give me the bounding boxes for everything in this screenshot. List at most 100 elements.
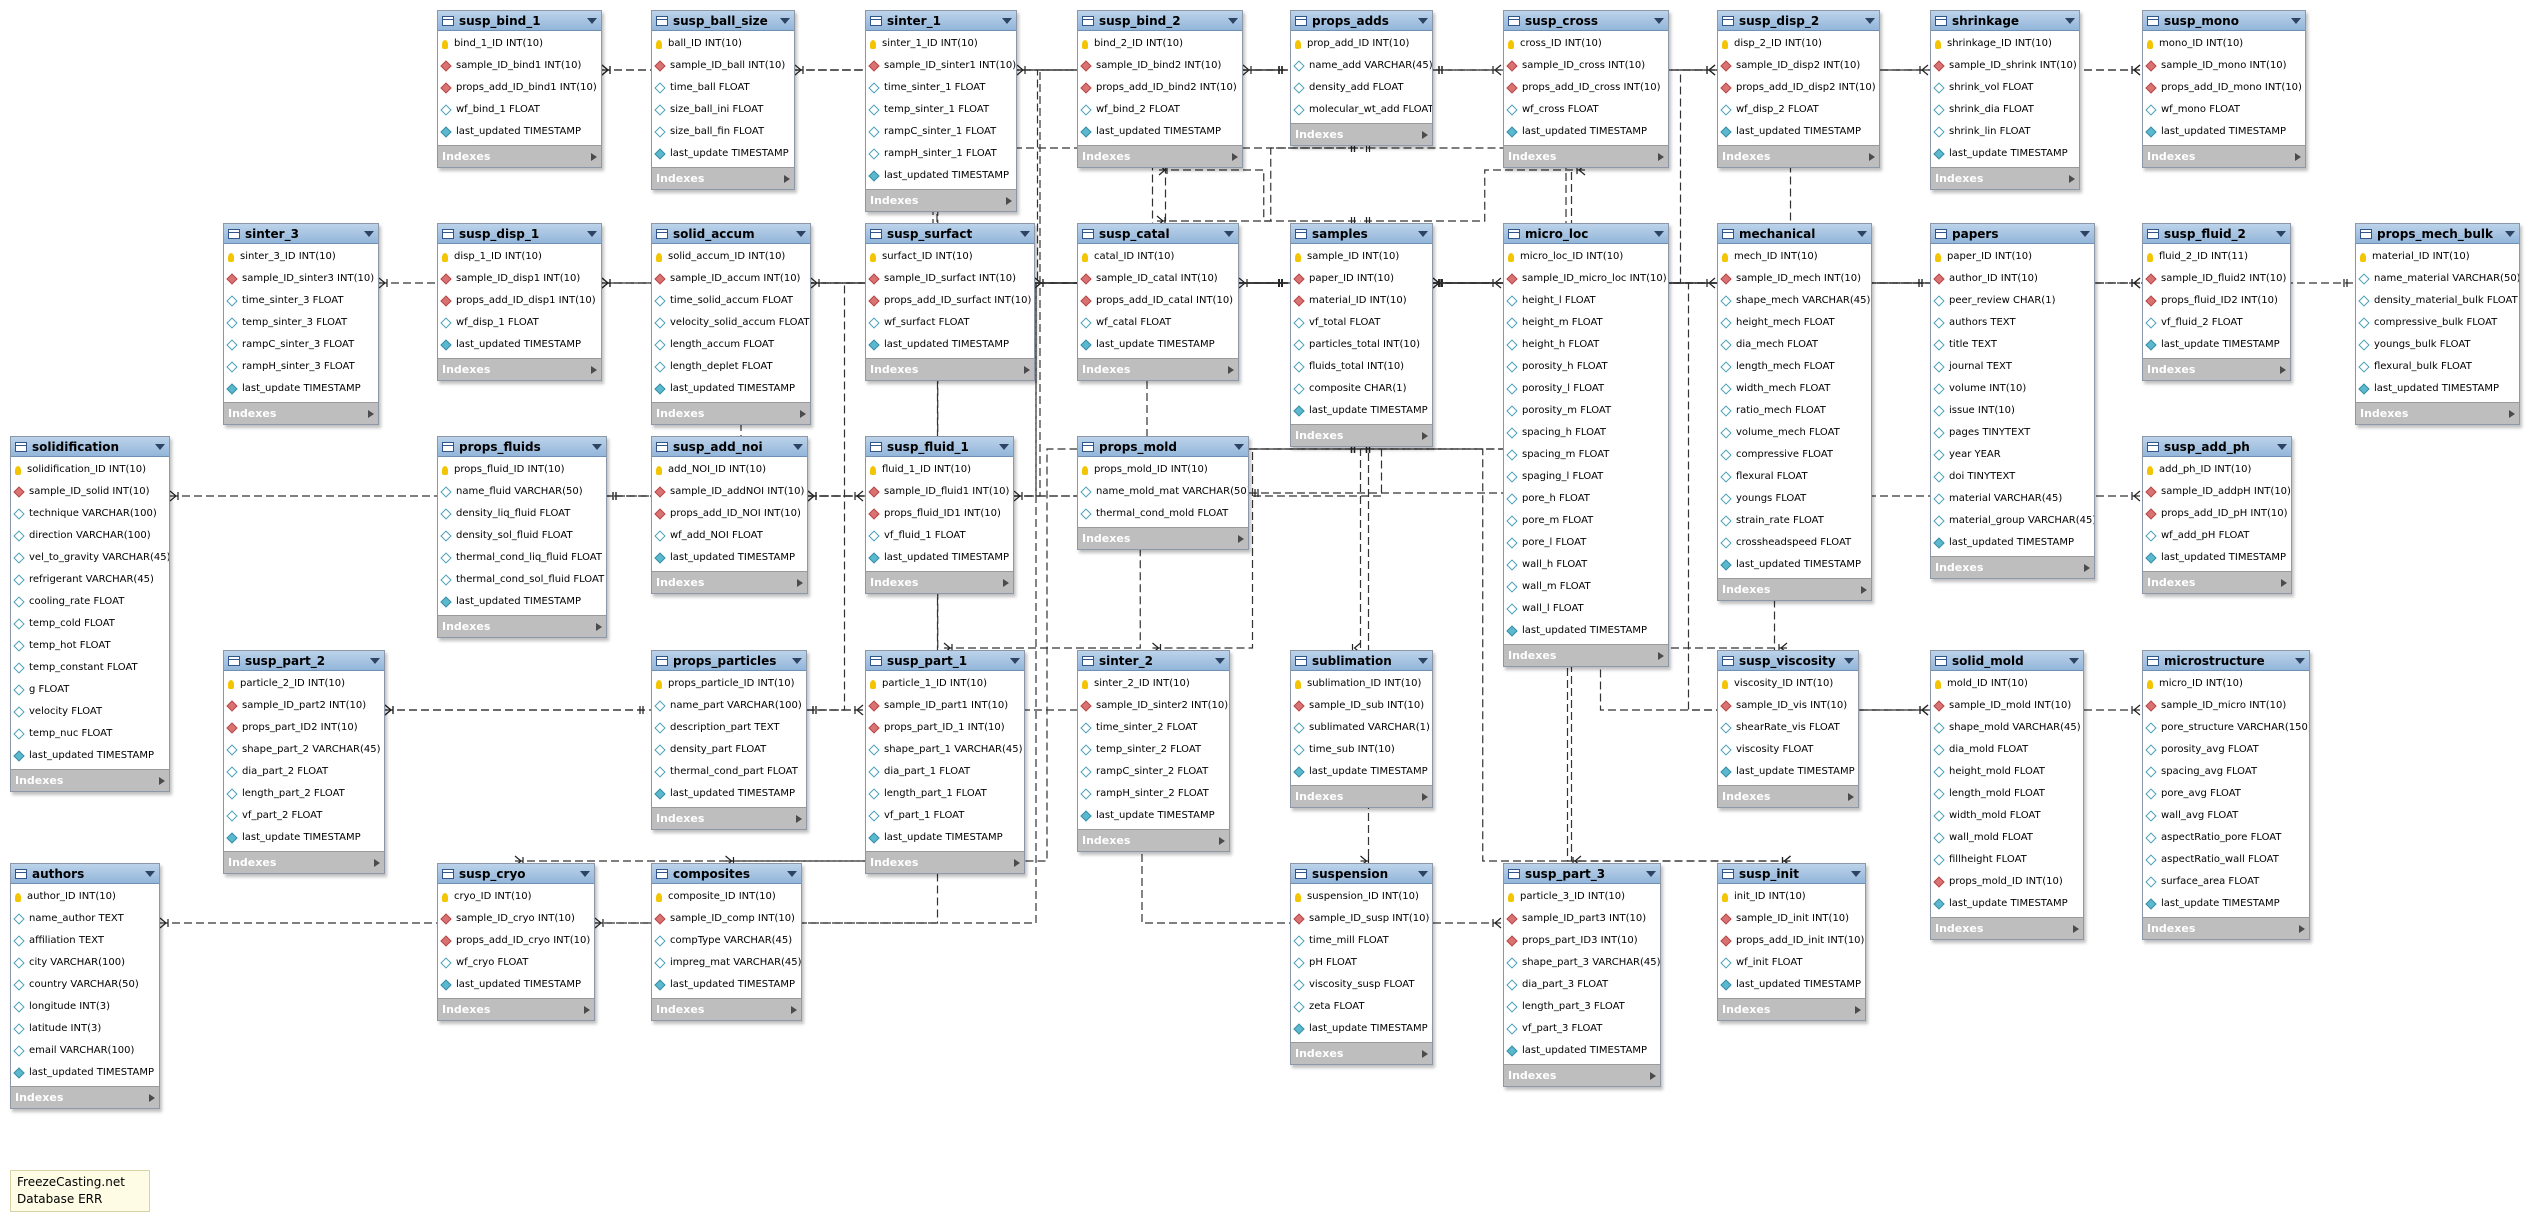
- table-header[interactable]: susp_add_ph: [2143, 437, 2291, 457]
- column-row[interactable]: material VARCHAR(45): [1931, 488, 2094, 510]
- column-row[interactable]: height_h FLOAT: [1504, 334, 1668, 356]
- collapse-caret-icon[interactable]: [1010, 657, 1020, 664]
- column-row[interactable]: density_material_bulk FLOAT: [2356, 290, 2519, 312]
- column-row[interactable]: wf_catal FLOAT: [1078, 312, 1238, 334]
- indexes-section[interactable]: Indexes: [1504, 644, 1668, 666]
- collapse-caret-icon[interactable]: [787, 870, 797, 877]
- column-row[interactable]: size_ball_ini FLOAT: [652, 99, 794, 121]
- column-row[interactable]: paper_ID INT(10): [1931, 246, 2094, 268]
- collapse-caret-icon[interactable]: [1002, 17, 1012, 24]
- indexes-section[interactable]: Indexes: [1718, 145, 1879, 167]
- column-row[interactable]: email VARCHAR(100): [11, 1040, 159, 1062]
- table-header[interactable]: susp_surfact: [866, 224, 1034, 244]
- column-row[interactable]: direction VARCHAR(100): [11, 525, 169, 547]
- expand-arrow-icon[interactable]: [797, 578, 803, 587]
- column-row[interactable]: wf_add_NOI FLOAT: [652, 525, 807, 547]
- column-row[interactable]: last_updated TIMESTAMP: [1504, 620, 1668, 642]
- column-row[interactable]: sample_ID_comp INT(10): [652, 908, 801, 930]
- column-row[interactable]: sample_ID_bind2 INT(10): [1078, 55, 1242, 77]
- indexes-section[interactable]: Indexes: [1078, 829, 1229, 851]
- table-header[interactable]: micro_loc: [1504, 224, 1668, 244]
- indexes-section[interactable]: Indexes: [652, 167, 794, 189]
- column-row[interactable]: vf_part_2 FLOAT: [224, 805, 384, 827]
- indexes-section[interactable]: Indexes: [2143, 145, 2305, 167]
- column-row[interactable]: sample_ID_susp INT(10): [1291, 908, 1432, 930]
- column-row[interactable]: catal_ID INT(10): [1078, 246, 1238, 268]
- column-row[interactable]: composite_ID INT(10): [652, 886, 801, 908]
- column-row[interactable]: refrigerant VARCHAR(45): [11, 569, 169, 591]
- column-row[interactable]: props_part_ID2 INT(10): [224, 717, 384, 739]
- collapse-caret-icon[interactable]: [793, 443, 803, 450]
- column-row[interactable]: density_liq_fluid FLOAT: [438, 503, 606, 525]
- column-row[interactable]: sample_ID_mech INT(10): [1718, 268, 1871, 290]
- column-row[interactable]: last_updated TIMESTAMP: [1718, 974, 1865, 996]
- column-row[interactable]: year YEAR: [1931, 444, 2094, 466]
- column-row[interactable]: bind_1_ID INT(10): [438, 33, 601, 55]
- column-row[interactable]: last_updated TIMESTAMP: [866, 334, 1034, 356]
- table-header[interactable]: props_particles: [652, 651, 806, 671]
- column-row[interactable]: flexural_bulk FLOAT: [2356, 356, 2519, 378]
- expand-arrow-icon[interactable]: [374, 858, 380, 867]
- table-header[interactable]: solid_mold: [1931, 651, 2083, 671]
- table-header[interactable]: susp_cryo: [438, 864, 594, 884]
- column-row[interactable]: viscosity FLOAT: [1718, 739, 1858, 761]
- column-row[interactable]: material_group VARCHAR(45): [1931, 510, 2094, 532]
- expand-arrow-icon[interactable]: [159, 776, 165, 785]
- column-row[interactable]: author_ID INT(10): [1931, 268, 2094, 290]
- indexes-section[interactable]: Indexes: [1718, 785, 1858, 807]
- collapse-caret-icon[interactable]: [364, 230, 374, 237]
- expand-arrow-icon[interactable]: [1024, 365, 1030, 374]
- column-row[interactable]: ball_ID INT(10): [652, 33, 794, 55]
- column-row[interactable]: fluid_2_ID INT(11): [2143, 246, 2290, 268]
- column-row[interactable]: cross_ID INT(10): [1504, 33, 1668, 55]
- column-row[interactable]: sample_ID_fluid1 INT(10): [866, 481, 1013, 503]
- column-row[interactable]: sample_ID_ball INT(10): [652, 55, 794, 77]
- column-row[interactable]: vf_part_1 FLOAT: [866, 805, 1024, 827]
- collapse-caret-icon[interactable]: [780, 17, 790, 24]
- column-row[interactable]: sample_ID_mold INT(10): [1931, 695, 2083, 717]
- column-row[interactable]: wf_bind_1 FLOAT: [438, 99, 601, 121]
- collapse-caret-icon[interactable]: [792, 657, 802, 664]
- column-row[interactable]: sample_ID_catal INT(10): [1078, 268, 1238, 290]
- column-row[interactable]: props_fluid_ID2 INT(10): [2143, 290, 2290, 312]
- collapse-caret-icon[interactable]: [1215, 657, 1225, 664]
- column-row[interactable]: time_solid_accum FLOAT: [652, 290, 810, 312]
- expand-arrow-icon[interactable]: [1848, 792, 1854, 801]
- collapse-caret-icon[interactable]: [1418, 870, 1428, 877]
- expand-arrow-icon[interactable]: [1006, 196, 1012, 205]
- column-row[interactable]: wf_cross FLOAT: [1504, 99, 1668, 121]
- column-row[interactable]: sample_ID_shrink INT(10): [1931, 55, 2079, 77]
- column-row[interactable]: props_particle_ID INT(10): [652, 673, 806, 695]
- column-row[interactable]: density_part FLOAT: [652, 739, 806, 761]
- column-row[interactable]: spacing_h FLOAT: [1504, 422, 1668, 444]
- column-row[interactable]: props_add_ID_cross INT(10): [1504, 77, 1668, 99]
- column-row[interactable]: props_mold_ID INT(10): [1931, 871, 2083, 893]
- expand-arrow-icon[interactable]: [784, 174, 790, 183]
- expand-arrow-icon[interactable]: [591, 365, 597, 374]
- table-header[interactable]: susp_part_2: [224, 651, 384, 671]
- table-header[interactable]: props_adds: [1291, 11, 1432, 31]
- column-row[interactable]: rampC_sinter_2 FLOAT: [1078, 761, 1229, 783]
- column-row[interactable]: sublimation_ID INT(10): [1291, 673, 1432, 695]
- column-row[interactable]: particle_3_ID INT(10): [1504, 886, 1660, 908]
- collapse-caret-icon[interactable]: [580, 870, 590, 877]
- collapse-caret-icon[interactable]: [1654, 17, 1664, 24]
- indexes-section[interactable]: Indexes: [652, 571, 807, 593]
- expand-arrow-icon[interactable]: [2281, 578, 2287, 587]
- collapse-caret-icon[interactable]: [2295, 657, 2305, 664]
- table-header[interactable]: sublimation: [1291, 651, 1432, 671]
- collapse-caret-icon[interactable]: [1418, 17, 1428, 24]
- column-row[interactable]: fillheight FLOAT: [1931, 849, 2083, 871]
- collapse-caret-icon[interactable]: [145, 870, 155, 877]
- expand-arrow-icon[interactable]: [1658, 152, 1664, 161]
- indexes-section[interactable]: Indexes: [1718, 578, 1871, 600]
- column-row[interactable]: sample_ID_part1 INT(10): [866, 695, 1024, 717]
- collapse-caret-icon[interactable]: [587, 17, 597, 24]
- column-row[interactable]: shape_part_1 VARCHAR(45): [866, 739, 1024, 761]
